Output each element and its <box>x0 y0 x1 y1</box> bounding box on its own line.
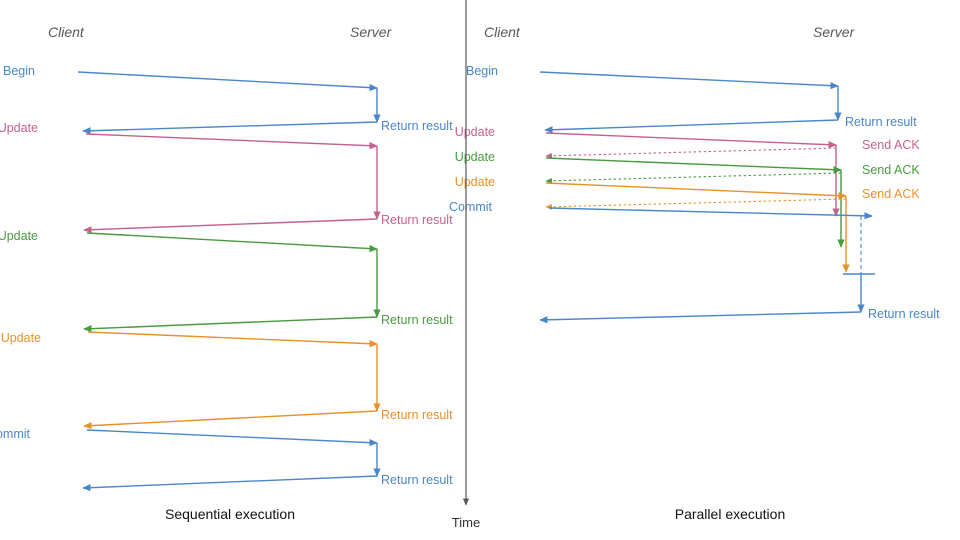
parallel-server-lane-header: Server <box>813 24 856 40</box>
time-axis-label: Time <box>452 515 480 530</box>
seq-update3-return-label: Return result <box>381 408 453 422</box>
seq-update1-return <box>83 218 378 234</box>
par-update2-request-label: Update <box>455 150 495 164</box>
par-commit-request-label: Commit <box>449 200 493 214</box>
seq-update2-return-label: Return result <box>381 313 453 327</box>
par-begin-return-label: Return result <box>845 115 917 129</box>
seq-update2-request <box>86 232 378 253</box>
par-update3-ack <box>545 198 847 210</box>
seq-begin-request <box>77 71 378 92</box>
seq-update2-return <box>83 316 378 333</box>
par-update1-ack <box>545 147 837 159</box>
par-update2-ack <box>545 172 842 184</box>
seq-commit-request <box>86 429 378 447</box>
seq-update3-request <box>87 331 378 348</box>
seq-update3-request-label: Update <box>1 331 41 345</box>
lane-headers-layer: Client Server Client Server <box>48 24 856 40</box>
seq-update1-request-label: Update <box>0 121 38 135</box>
par-begin-request <box>539 71 839 90</box>
par-update3-ack-label: Send ACK <box>862 187 920 201</box>
panel-captions-layer: Sequential execution Parallel execution <box>165 506 785 522</box>
parallel-client-lane-header: Client <box>484 24 521 40</box>
seq-commit-return <box>82 475 378 492</box>
par-commit-request <box>548 207 873 220</box>
time-axis: Time <box>452 0 480 530</box>
seq-begin-request-label: Begin <box>3 64 35 78</box>
seq-update1-return-label: Return result <box>381 213 453 227</box>
par-update2-request <box>545 157 842 174</box>
seq-begin-return-label: Return result <box>381 119 453 133</box>
par-begin-request-label: Begin <box>466 64 498 78</box>
par-update3-request-label: Update <box>455 175 495 189</box>
seq-update3-return <box>83 410 378 430</box>
par-commit-return <box>539 311 862 324</box>
par-update1-request-label: Update <box>455 125 495 139</box>
par-update1-request <box>545 132 837 149</box>
par-commit-return-label: Return result <box>868 307 940 321</box>
par-begin-return <box>544 119 839 134</box>
parallel-panel-caption: Parallel execution <box>675 506 786 522</box>
par-update1-ack-label: Send ACK <box>862 138 920 152</box>
par-update2-ack-label: Send ACK <box>862 163 920 177</box>
sequential-panel-caption: Sequential execution <box>165 506 295 522</box>
par-update3-request <box>545 182 847 200</box>
sequential-client-lane-header: Client <box>48 24 85 40</box>
seq-update2-request-label: Update <box>0 229 38 243</box>
seq-update1-request <box>85 133 378 150</box>
seq-begin-return <box>82 121 378 135</box>
sequential-server-lane-header: Server <box>350 24 393 40</box>
seq-commit-request-label: Commit <box>0 427 31 441</box>
seq-commit-return-label: Return result <box>381 473 453 487</box>
message-arrows-layer <box>77 71 875 492</box>
